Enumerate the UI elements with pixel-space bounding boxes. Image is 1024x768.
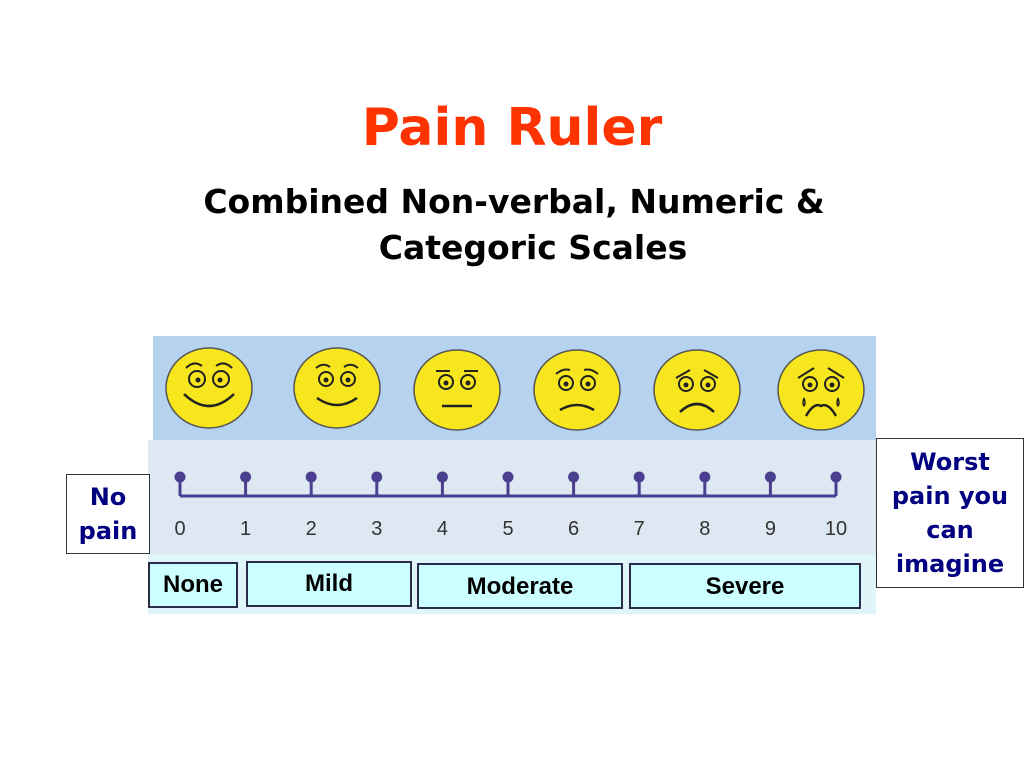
scale-number: 2 xyxy=(305,518,317,540)
very-happy-face-icon xyxy=(165,347,253,429)
scale-number: 3 xyxy=(371,518,383,540)
scale-number: 9 xyxy=(764,518,776,540)
page-title: Pain Ruler xyxy=(361,98,663,158)
category-severe: Severe xyxy=(629,563,861,609)
scale-number: 7 xyxy=(633,518,645,540)
scale-number: 0 xyxy=(174,518,186,540)
scale-number: 4 xyxy=(436,518,448,540)
crying-face-icon xyxy=(777,349,865,431)
scale-number: 5 xyxy=(502,518,514,540)
subtitle-line-1: Combined Non-verbal, Numeric & xyxy=(203,182,825,221)
faces-band xyxy=(153,336,876,440)
scale-number: 1 xyxy=(240,518,252,540)
category-moderate: Moderate xyxy=(417,563,623,609)
scale-number: 8 xyxy=(699,518,711,540)
sad-face-icon xyxy=(653,349,741,431)
happy-face-icon xyxy=(293,347,381,429)
worst-pain-line-3: can xyxy=(926,516,974,544)
no-pain-line-1: No xyxy=(89,483,127,511)
neutral-face-icon xyxy=(413,349,501,431)
worst-pain-line-4: imagine xyxy=(895,550,1005,578)
worst-pain-label: Worst pain you can imagine xyxy=(876,438,1024,588)
no-pain-label: No pain xyxy=(66,474,150,554)
scale-number: 10 xyxy=(824,518,848,540)
worst-pain-line-2: pain you xyxy=(891,482,1009,510)
scale-number: 6 xyxy=(568,518,580,540)
worst-pain-line-1: Worst xyxy=(910,448,990,476)
category-mild: Mild xyxy=(246,561,412,607)
subtitle-line-2: Categoric Scales xyxy=(378,228,688,267)
worried-face-icon xyxy=(533,349,621,431)
category-none: None xyxy=(148,562,238,608)
no-pain-line-2: pain xyxy=(78,517,138,545)
